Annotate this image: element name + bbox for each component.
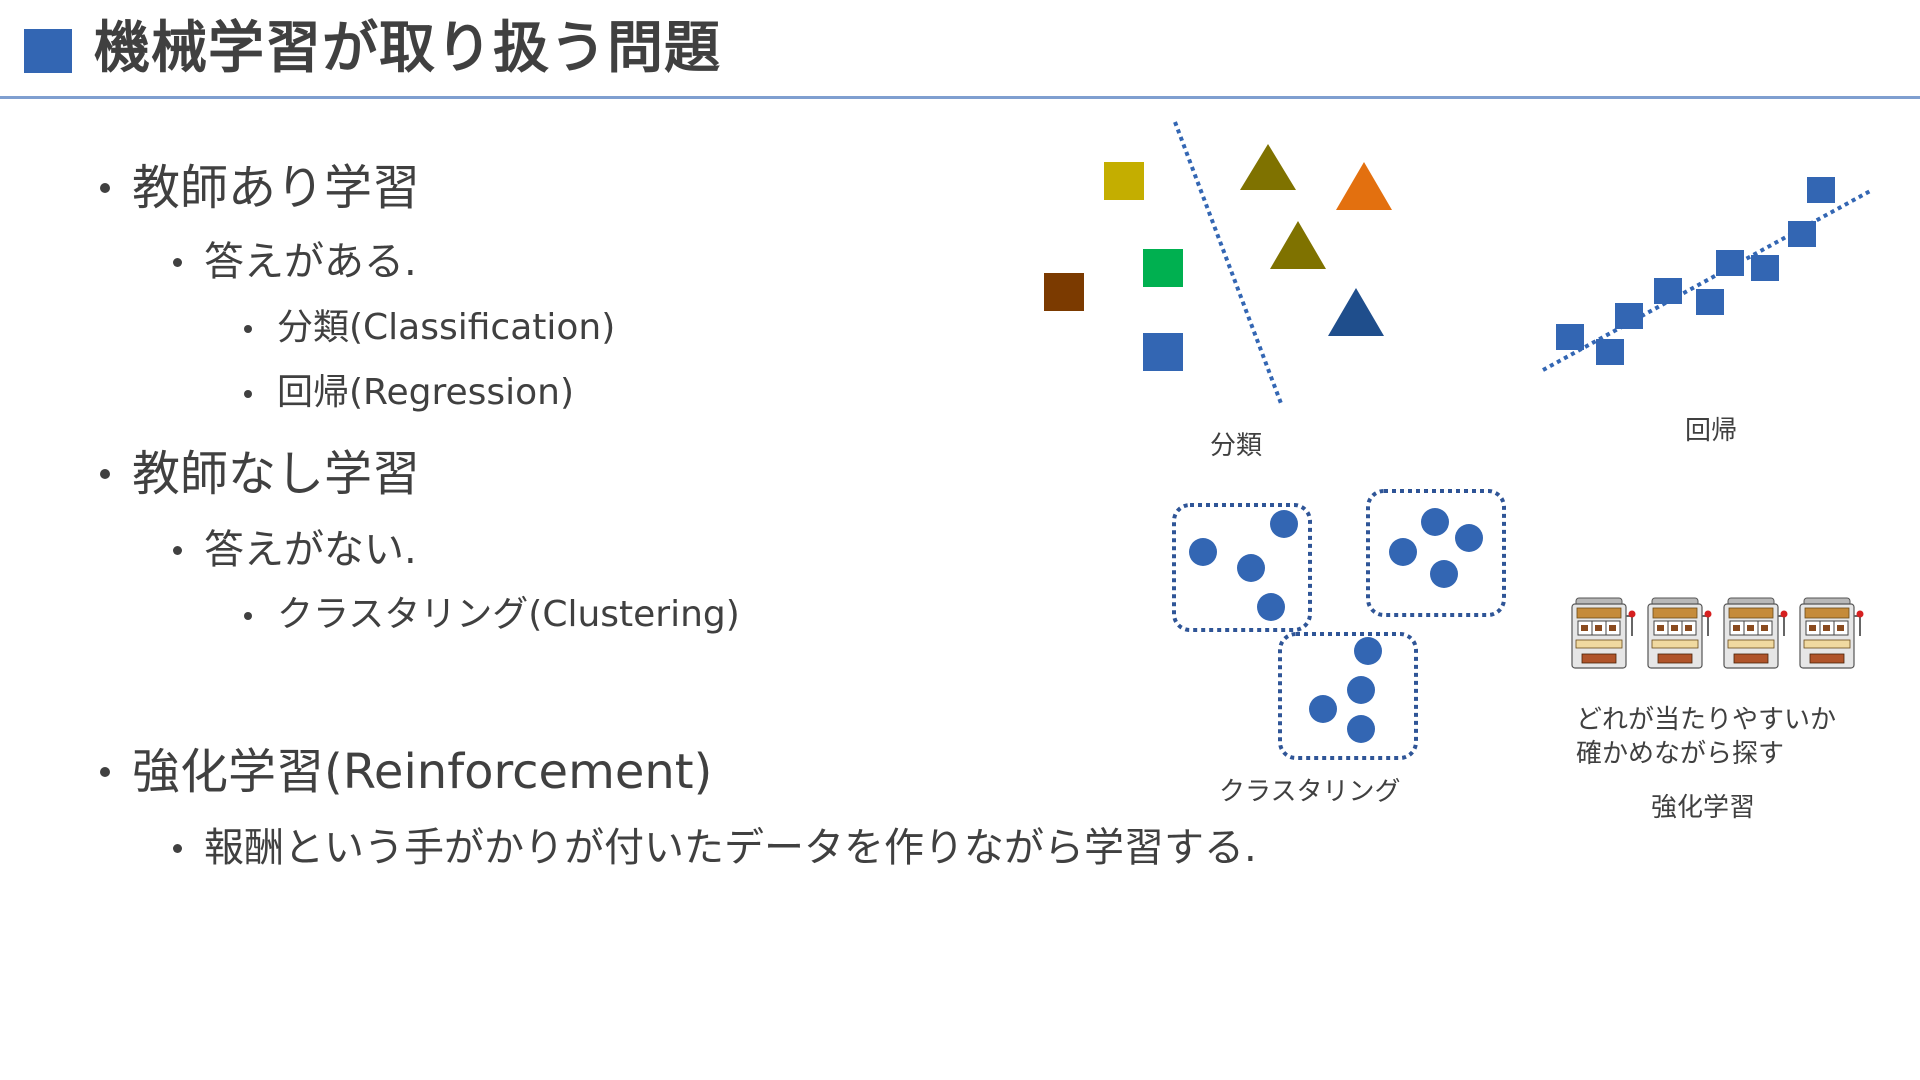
cluster-point <box>1347 676 1375 704</box>
data-point <box>1654 278 1682 304</box>
bullet-reinforcement-desc: 報酬という手がかりが付いたデータを作りながら学習する. <box>173 822 1257 874</box>
bullet-dot <box>100 183 110 193</box>
olive-triangle <box>1270 221 1326 269</box>
classification-caption: 分類 <box>1210 431 1263 461</box>
bullet-dot <box>173 844 182 853</box>
olive-triangle <box>1240 144 1296 190</box>
bullet-regression-text: 回帰(Regression) <box>277 372 575 413</box>
data-point <box>1716 250 1744 276</box>
slot-machine-icon <box>1799 597 1865 669</box>
cluster-point <box>1189 538 1217 566</box>
cluster-point <box>1237 554 1265 582</box>
cluster-point <box>1389 538 1417 566</box>
bullet-dot <box>173 546 182 555</box>
bullet-dot <box>100 469 110 479</box>
bullet-supervised: 教師あり学習 <box>100 158 421 218</box>
cluster-point <box>1354 637 1382 665</box>
bullet-dot <box>244 390 252 398</box>
bullet-reinforcement-text: 強化学習(Reinforcement) <box>132 744 713 800</box>
navy-triangle <box>1328 288 1384 336</box>
clustering-diagram <box>1172 489 1506 760</box>
slot-machine-icon <box>1647 597 1713 669</box>
bullet-supervised-desc-text: 答えがある. <box>204 239 417 285</box>
brown-square <box>1044 273 1084 311</box>
bullet-unsupervised-desc-text: 答えがない. <box>204 527 417 573</box>
cluster-boundary <box>1366 489 1506 617</box>
bullet-dot <box>244 325 252 333</box>
bullet-classification: 分類(Classification) <box>244 305 616 351</box>
title-divider <box>0 96 1920 99</box>
regression-diagram <box>1542 177 1873 372</box>
cluster-point <box>1455 524 1483 552</box>
bullet-regression: 回帰(Regression) <box>244 370 575 416</box>
slot-machine-icon <box>1571 597 1637 669</box>
data-point <box>1788 221 1816 247</box>
cluster-point <box>1430 560 1458 588</box>
clustering-caption: クラスタリング <box>1219 777 1401 807</box>
bullet-reinforcement: 強化学習(Reinforcement) <box>100 742 713 802</box>
bullet-unsupervised-text: 教師なし学習 <box>132 446 421 502</box>
cluster-point <box>1421 508 1449 536</box>
title-square-icon <box>24 29 72 73</box>
regression-caption: 回帰 <box>1685 416 1738 446</box>
title-bar: 機械学習が取り扱う問題 <box>0 0 1920 99</box>
bullet-clustering-text: クラスタリング(Clustering) <box>277 594 740 635</box>
data-point <box>1696 289 1724 315</box>
reinforcement-caption: 強化学習 <box>1651 793 1756 823</box>
classification-diagram <box>1044 121 1392 407</box>
cluster-point <box>1270 510 1298 538</box>
cluster-point <box>1257 593 1285 621</box>
decision-boundary <box>1173 121 1284 407</box>
page-title: 機械学習が取り扱う問題 <box>94 16 721 81</box>
slot-machine-icon <box>1723 597 1789 669</box>
blue-square <box>1143 333 1183 371</box>
bullet-classification-text: 分類(Classification) <box>277 307 616 348</box>
bullet-dot <box>244 612 252 620</box>
regression-line <box>1542 188 1873 372</box>
slot-machine-row <box>1571 597 1865 669</box>
cluster-boundary <box>1172 503 1312 632</box>
data-point <box>1556 324 1584 350</box>
bullet-unsupervised: 教師なし学習 <box>100 444 421 504</box>
bullet-dot <box>100 767 110 777</box>
green-square <box>1143 249 1183 287</box>
bullet-supervised-text: 教師あり学習 <box>132 160 421 216</box>
bullet-unsupervised-desc: 答えがない. <box>173 524 417 576</box>
bullet-reinforcement-desc-text: 報酬という手がかりが付いたデータを作りながら学習する. <box>204 825 1257 871</box>
reinforcement-note-line2: 確かめながら探す <box>1576 739 1785 769</box>
cluster-point <box>1309 695 1337 723</box>
cluster-point <box>1347 715 1375 743</box>
data-point <box>1807 177 1835 203</box>
data-point <box>1751 255 1779 281</box>
bullet-clustering: クラスタリング(Clustering) <box>244 592 740 638</box>
orange-triangle <box>1336 162 1392 210</box>
bullet-dot <box>173 258 182 267</box>
data-point <box>1615 303 1643 329</box>
reinforcement-note-line1: どれが当たりやすいか <box>1576 705 1837 735</box>
cluster-boundary <box>1278 632 1418 760</box>
bullet-supervised-desc: 答えがある. <box>173 236 417 288</box>
yellow-square <box>1104 162 1144 200</box>
data-point <box>1596 339 1624 365</box>
